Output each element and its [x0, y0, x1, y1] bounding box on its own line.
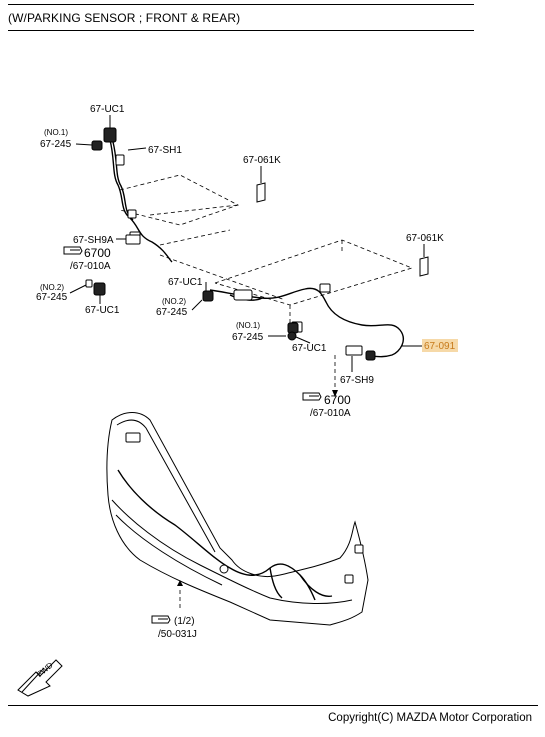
label-no2-b: (NO.2) — [162, 297, 186, 306]
connector-67-sh9a[interactable] — [116, 234, 141, 245]
label-67-245-d[interactable]: 67-245 — [232, 332, 264, 343]
label-no1-a: (NO.1) — [44, 128, 68, 137]
label-67-sh1[interactable]: 67-SH1 — [148, 145, 182, 156]
label-67-061k-right[interactable]: 67-061K — [406, 233, 444, 244]
sensor-67-uc1-mid[interactable] — [202, 282, 214, 302]
label-67-sh9a[interactable]: 67-SH9A — [73, 235, 114, 246]
retainer-67-245-no1-top[interactable] — [75, 140, 103, 151]
label-ref-6700-a[interactable]: 6700 — [84, 246, 111, 260]
label-ref-50-031j[interactable]: /50-031J — [158, 629, 197, 640]
label-67-061k-left[interactable]: 67-061K — [243, 155, 281, 166]
label-67-245-a[interactable]: 67-245 — [40, 139, 72, 150]
bumper-assembly[interactable] — [106, 412, 369, 626]
label-67-091[interactable]: 67-091 — [424, 341, 456, 352]
fwd-arrow-icon — [17, 659, 63, 697]
label-67-uc1-right[interactable]: 67-UC1 — [292, 343, 327, 354]
label-ref-67-010a-a[interactable]: /67-010A — [70, 261, 111, 272]
label-67-uc1-mid[interactable]: 67-UC1 — [85, 305, 120, 316]
label-no2-a: (NO.2) — [40, 283, 64, 292]
sensor-67-uc1-right[interactable] — [287, 322, 311, 344]
header-top-rule — [8, 4, 474, 5]
label-ref-67-010a-b[interactable]: /67-010A — [310, 408, 351, 419]
label-67-uc1-top[interactable]: 67-UC1 — [90, 104, 125, 115]
diagram-title: (W/PARKING SENSOR ; FRONT & REAR) — [8, 11, 241, 25]
tape-67-061k-left[interactable] — [256, 166, 266, 203]
hand-pointer-icon-b — [302, 392, 322, 401]
header-bottom-rule — [8, 30, 474, 31]
label-67-245-b[interactable]: 67-245 — [36, 292, 68, 303]
sensor-67-uc1-top[interactable] — [103, 115, 117, 143]
label-67-uc1-left[interactable]: 67-UC1 — [168, 277, 203, 288]
label-no1-b: (NO.1) — [236, 321, 260, 330]
hand-pointer-icon-c — [151, 615, 171, 624]
dashed-guides — [119, 174, 414, 330]
label-67-245-c[interactable]: 67-245 — [156, 307, 188, 318]
label-ref-6700-b[interactable]: 6700 — [324, 393, 351, 407]
copyright-notice: Copyright(C) MAZDA Motor Corporation — [328, 712, 532, 724]
label-ref-1-2[interactable]: (1/2) — [174, 616, 195, 627]
hand-pointer-icon-a — [63, 246, 83, 255]
label-67-sh9[interactable]: 67-SH9 — [340, 375, 374, 386]
part-highlight-67-091 — [422, 339, 458, 352]
tape-67-061k-right[interactable] — [419, 244, 429, 277]
sensor-67-uc1-left-lower[interactable] — [85, 279, 106, 304]
harness-67-sh1[interactable] — [109, 139, 173, 263]
footer-rule — [8, 705, 538, 706]
